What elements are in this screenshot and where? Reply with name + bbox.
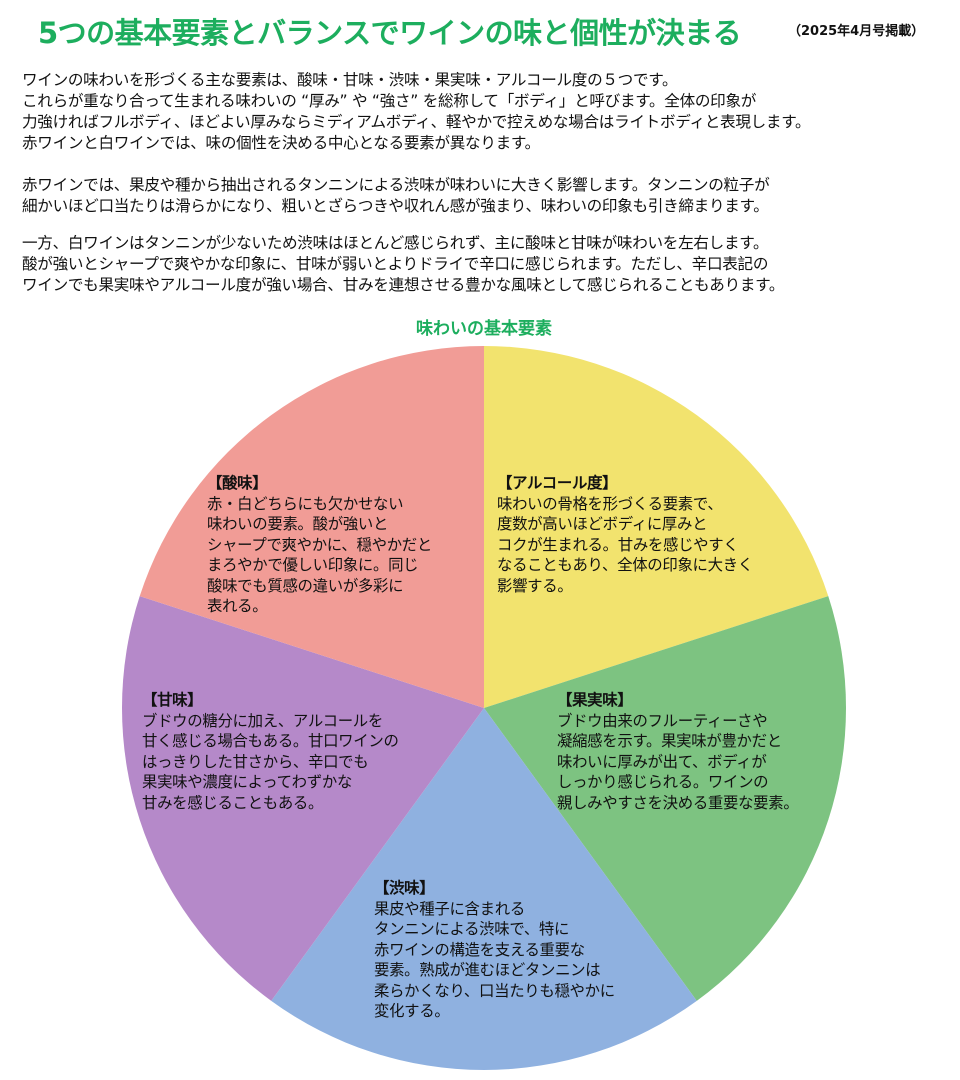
page-title: 5つの基本要素とバランスでワインの味と個性が決まる	[38, 16, 742, 50]
slice-desc: ブドウ由来のフルーティーさや 凝縮感を示す。果実味が豊かだと 味わいに厚みが出て…	[557, 711, 799, 812]
slice-label-fruit: 【果実味】ブドウ由来のフルーティーさや 凝縮感を示す。果実味が豊かだと 味わいに…	[557, 690, 799, 813]
intro-paragraph: ワインの味わいを形づくる主な要素は、酸味・甘味・渋味・果実味・アルコール度の５つ…	[22, 71, 811, 152]
slice-desc: ブドウの糖分に加え、アルコールを 甘く感じる場合もある。甘口ワインの はっきりし…	[142, 711, 399, 812]
slice-label-sweetness: 【甘味】ブドウの糖分に加え、アルコールを 甘く感じる場合もある。甘口ワインの は…	[142, 690, 399, 813]
pie-slice-sweetness	[122, 596, 484, 1001]
pie-slice-fruit	[484, 596, 847, 1001]
chart-title: 味わいの基本要素	[416, 319, 552, 339]
pie-slice-astringency	[271, 708, 697, 1070]
slice-label-acidity: 【酸味】赤・白どちらにも欠かせない 味わいの要素。酸が強いと シャープで爽やかに…	[207, 473, 432, 617]
publication-date: （2025年4月号掲載）	[788, 24, 925, 39]
red-wine-paragraph: 赤ワインでは、果皮や種から抽出されるタンニンによる渋味が味わいに大きく影響します…	[22, 176, 770, 215]
slice-desc: 果皮や種子に含まれる タンニンによる渋味で、特に 赤ワインの構造を支える重要な …	[374, 899, 615, 1021]
slice-label-alcohol: 【アルコール度】味わいの骨格を形づくる要素で、 度数が高いほどボディに厚みと コ…	[497, 473, 753, 596]
slice-title: 【酸味】	[207, 474, 268, 492]
slice-desc: 味わいの骨格を形づくる要素で、 度数が高いほどボディに厚みと コクが生まれる。甘…	[497, 494, 753, 595]
slice-title: 【アルコール度】	[497, 474, 618, 492]
slice-label-astringency: 【渋味】果皮や種子に含まれる タンニンによる渋味で、特に 赤ワインの構造を支える…	[374, 878, 615, 1022]
slice-desc: 赤・白どちらにも欠かせない 味わいの要素。酸が強いと シャープで爽やかに、穏やか…	[207, 494, 432, 616]
slice-title: 【甘味】	[142, 691, 203, 709]
slice-title: 【果実味】	[557, 691, 633, 709]
pie-slice-alcohol	[484, 346, 829, 708]
slice-title: 【渋味】	[374, 879, 435, 897]
pie-slice-acidity	[139, 346, 485, 708]
white-wine-paragraph: 一方、白ワインはタンニンが少ないため渋味はほとんど感じられず、主に酸味と甘味が味…	[22, 234, 785, 294]
